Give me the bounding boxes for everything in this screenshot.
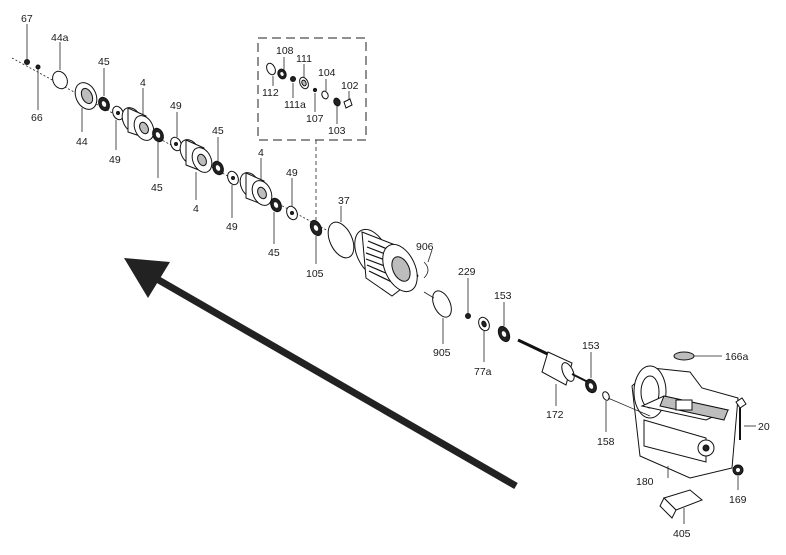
- callout-104: 104: [318, 67, 336, 79]
- callout-111a: 111a: [284, 99, 306, 111]
- callout-112: 112: [262, 87, 279, 99]
- part-4-a: [121, 88, 155, 141]
- part-77a: [478, 316, 490, 362]
- callout-229: 229: [458, 266, 476, 278]
- callout-169: 169: [729, 494, 747, 506]
- part-166a: [673, 351, 722, 361]
- callout-153-b: 153: [582, 340, 600, 352]
- part-169: [732, 464, 744, 490]
- callout-4-a: 4: [140, 77, 146, 89]
- callout-44a: 44a: [51, 32, 69, 44]
- callout-158: 158: [597, 436, 615, 448]
- callout-44: 44: [76, 136, 88, 148]
- part-172: [517, 338, 589, 406]
- callout-906: 906: [416, 241, 434, 253]
- callout-4-c: 4: [258, 147, 264, 159]
- callout-105: 105: [306, 268, 324, 280]
- part-49-a: [112, 105, 124, 150]
- part-906: [423, 249, 433, 279]
- part-105: [309, 140, 323, 264]
- callout-102: 102: [341, 80, 359, 92]
- callout-153-a: 153: [494, 290, 512, 302]
- callout-labels: 67 66 44a 44 45 49 4 45 49 4 45 49 4 45 …: [21, 13, 770, 540]
- callout-67: 67: [21, 13, 33, 25]
- part-45-b: [152, 127, 164, 178]
- part-905: [423, 290, 452, 344]
- callout-4-b: 4: [193, 203, 199, 215]
- part-44: [74, 82, 98, 132]
- callout-108: 108: [276, 45, 294, 57]
- callout-172: 172: [546, 409, 564, 421]
- callout-49-d: 49: [286, 167, 298, 179]
- part-49-c: [227, 170, 239, 218]
- part-37: [327, 206, 355, 259]
- callout-111: 111: [296, 53, 312, 65]
- callout-166a: 166a: [725, 351, 749, 363]
- part-153-a: [497, 302, 511, 343]
- callout-49-b: 49: [170, 100, 182, 112]
- direction-arrow: [124, 258, 518, 490]
- part-405: [659, 489, 703, 524]
- part-4-b: [179, 139, 213, 200]
- callout-45-a: 45: [98, 56, 110, 68]
- callout-103: 103: [328, 125, 346, 137]
- callout-405: 405: [673, 528, 691, 540]
- callout-49-a: 49: [109, 154, 121, 166]
- callout-180: 180: [636, 476, 654, 488]
- part-45-a: [98, 68, 110, 112]
- callout-66: 66: [31, 112, 43, 124]
- part-49-b: [170, 112, 182, 152]
- part-4-c: [239, 158, 273, 206]
- callout-20: 20: [758, 421, 770, 433]
- part-44a: [52, 42, 68, 90]
- part-66: [35, 64, 41, 110]
- callout-77a: 77a: [474, 366, 492, 378]
- inset-box: [257, 37, 367, 141]
- part-158: [602, 391, 610, 432]
- part-45-c: [212, 137, 224, 176]
- callout-107: 107: [306, 113, 324, 125]
- callout-45-d: 45: [268, 247, 280, 259]
- callout-49-c: 49: [226, 221, 238, 233]
- part-45-d: [270, 197, 282, 244]
- part-20: [735, 397, 756, 440]
- callout-37: 37: [338, 195, 350, 207]
- callout-45-c: 45: [212, 125, 224, 137]
- part-motor-housing: [354, 228, 419, 297]
- part-67: [24, 24, 30, 65]
- part-153-b: [585, 352, 597, 394]
- part-gearbox-housing: [607, 365, 739, 479]
- part-49-d: [286, 178, 298, 221]
- callout-45-b: 45: [151, 182, 163, 194]
- callout-905: 905: [433, 347, 451, 359]
- part-229: [465, 278, 471, 319]
